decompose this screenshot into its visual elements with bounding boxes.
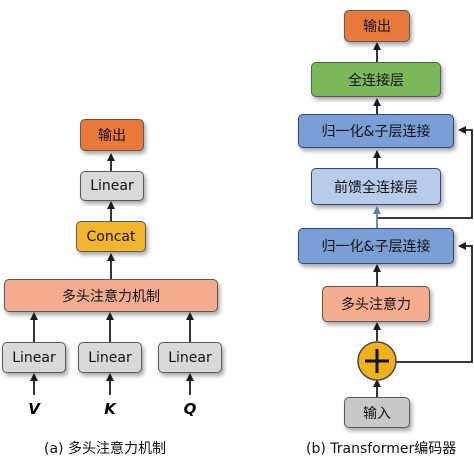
norm-bottom-box: 归一化&子层连接	[298, 228, 454, 264]
var-k: K	[104, 400, 116, 418]
caption-a: (a) 多头注意力机制	[44, 441, 166, 457]
ffn-label: 前馈全连接层	[334, 179, 418, 196]
norm-top-label: 归一化&子层连接	[321, 124, 431, 140]
concat-box: Concat	[76, 221, 146, 252]
right-attention-label: 多头注意力	[341, 297, 411, 313]
linear-v-label: Linear	[12, 349, 56, 366]
left-linear-top-label: Linear	[90, 178, 134, 194]
norm-bottom-label: 归一化&子层连接	[321, 239, 431, 255]
residual-add-to-norm-bottom	[377, 242, 473, 363]
dense-box: 全连接层	[311, 62, 441, 97]
concat-label: Concat	[86, 228, 136, 245]
right-attention-box: 多头注意力	[322, 286, 430, 322]
norm-top-box: 归一化&子层连接	[298, 114, 454, 148]
linear-q-box: Linear	[158, 342, 222, 373]
left-output-box: 输出	[80, 119, 144, 151]
right-output-box: 输出	[344, 10, 410, 42]
var-v: V	[28, 400, 40, 418]
linear-k-box: Linear	[78, 342, 142, 373]
left-attention-box: 多头注意力机制	[4, 279, 218, 312]
linear-q-label: Linear	[168, 349, 212, 366]
input-box: 输入	[344, 397, 410, 428]
linear-k-label: Linear	[88, 349, 132, 366]
input-label: 输入	[363, 405, 391, 422]
caption-b: (b) Transformer编码器	[306, 441, 457, 457]
var-q: Q	[183, 400, 197, 418]
right-output-label: 输出	[363, 19, 391, 35]
ffn-box: 前馈全连接层	[311, 168, 441, 205]
residual-norm-to-norm-top	[377, 126, 473, 219]
left-linear-top-box: Linear	[80, 171, 144, 201]
linear-v-box: Linear	[2, 342, 66, 373]
left-attention-label: 多头注意力机制	[62, 288, 160, 305]
plus-icon	[357, 341, 397, 381]
left-output-label: 输出	[98, 128, 126, 144]
dense-label: 全连接层	[348, 72, 404, 89]
